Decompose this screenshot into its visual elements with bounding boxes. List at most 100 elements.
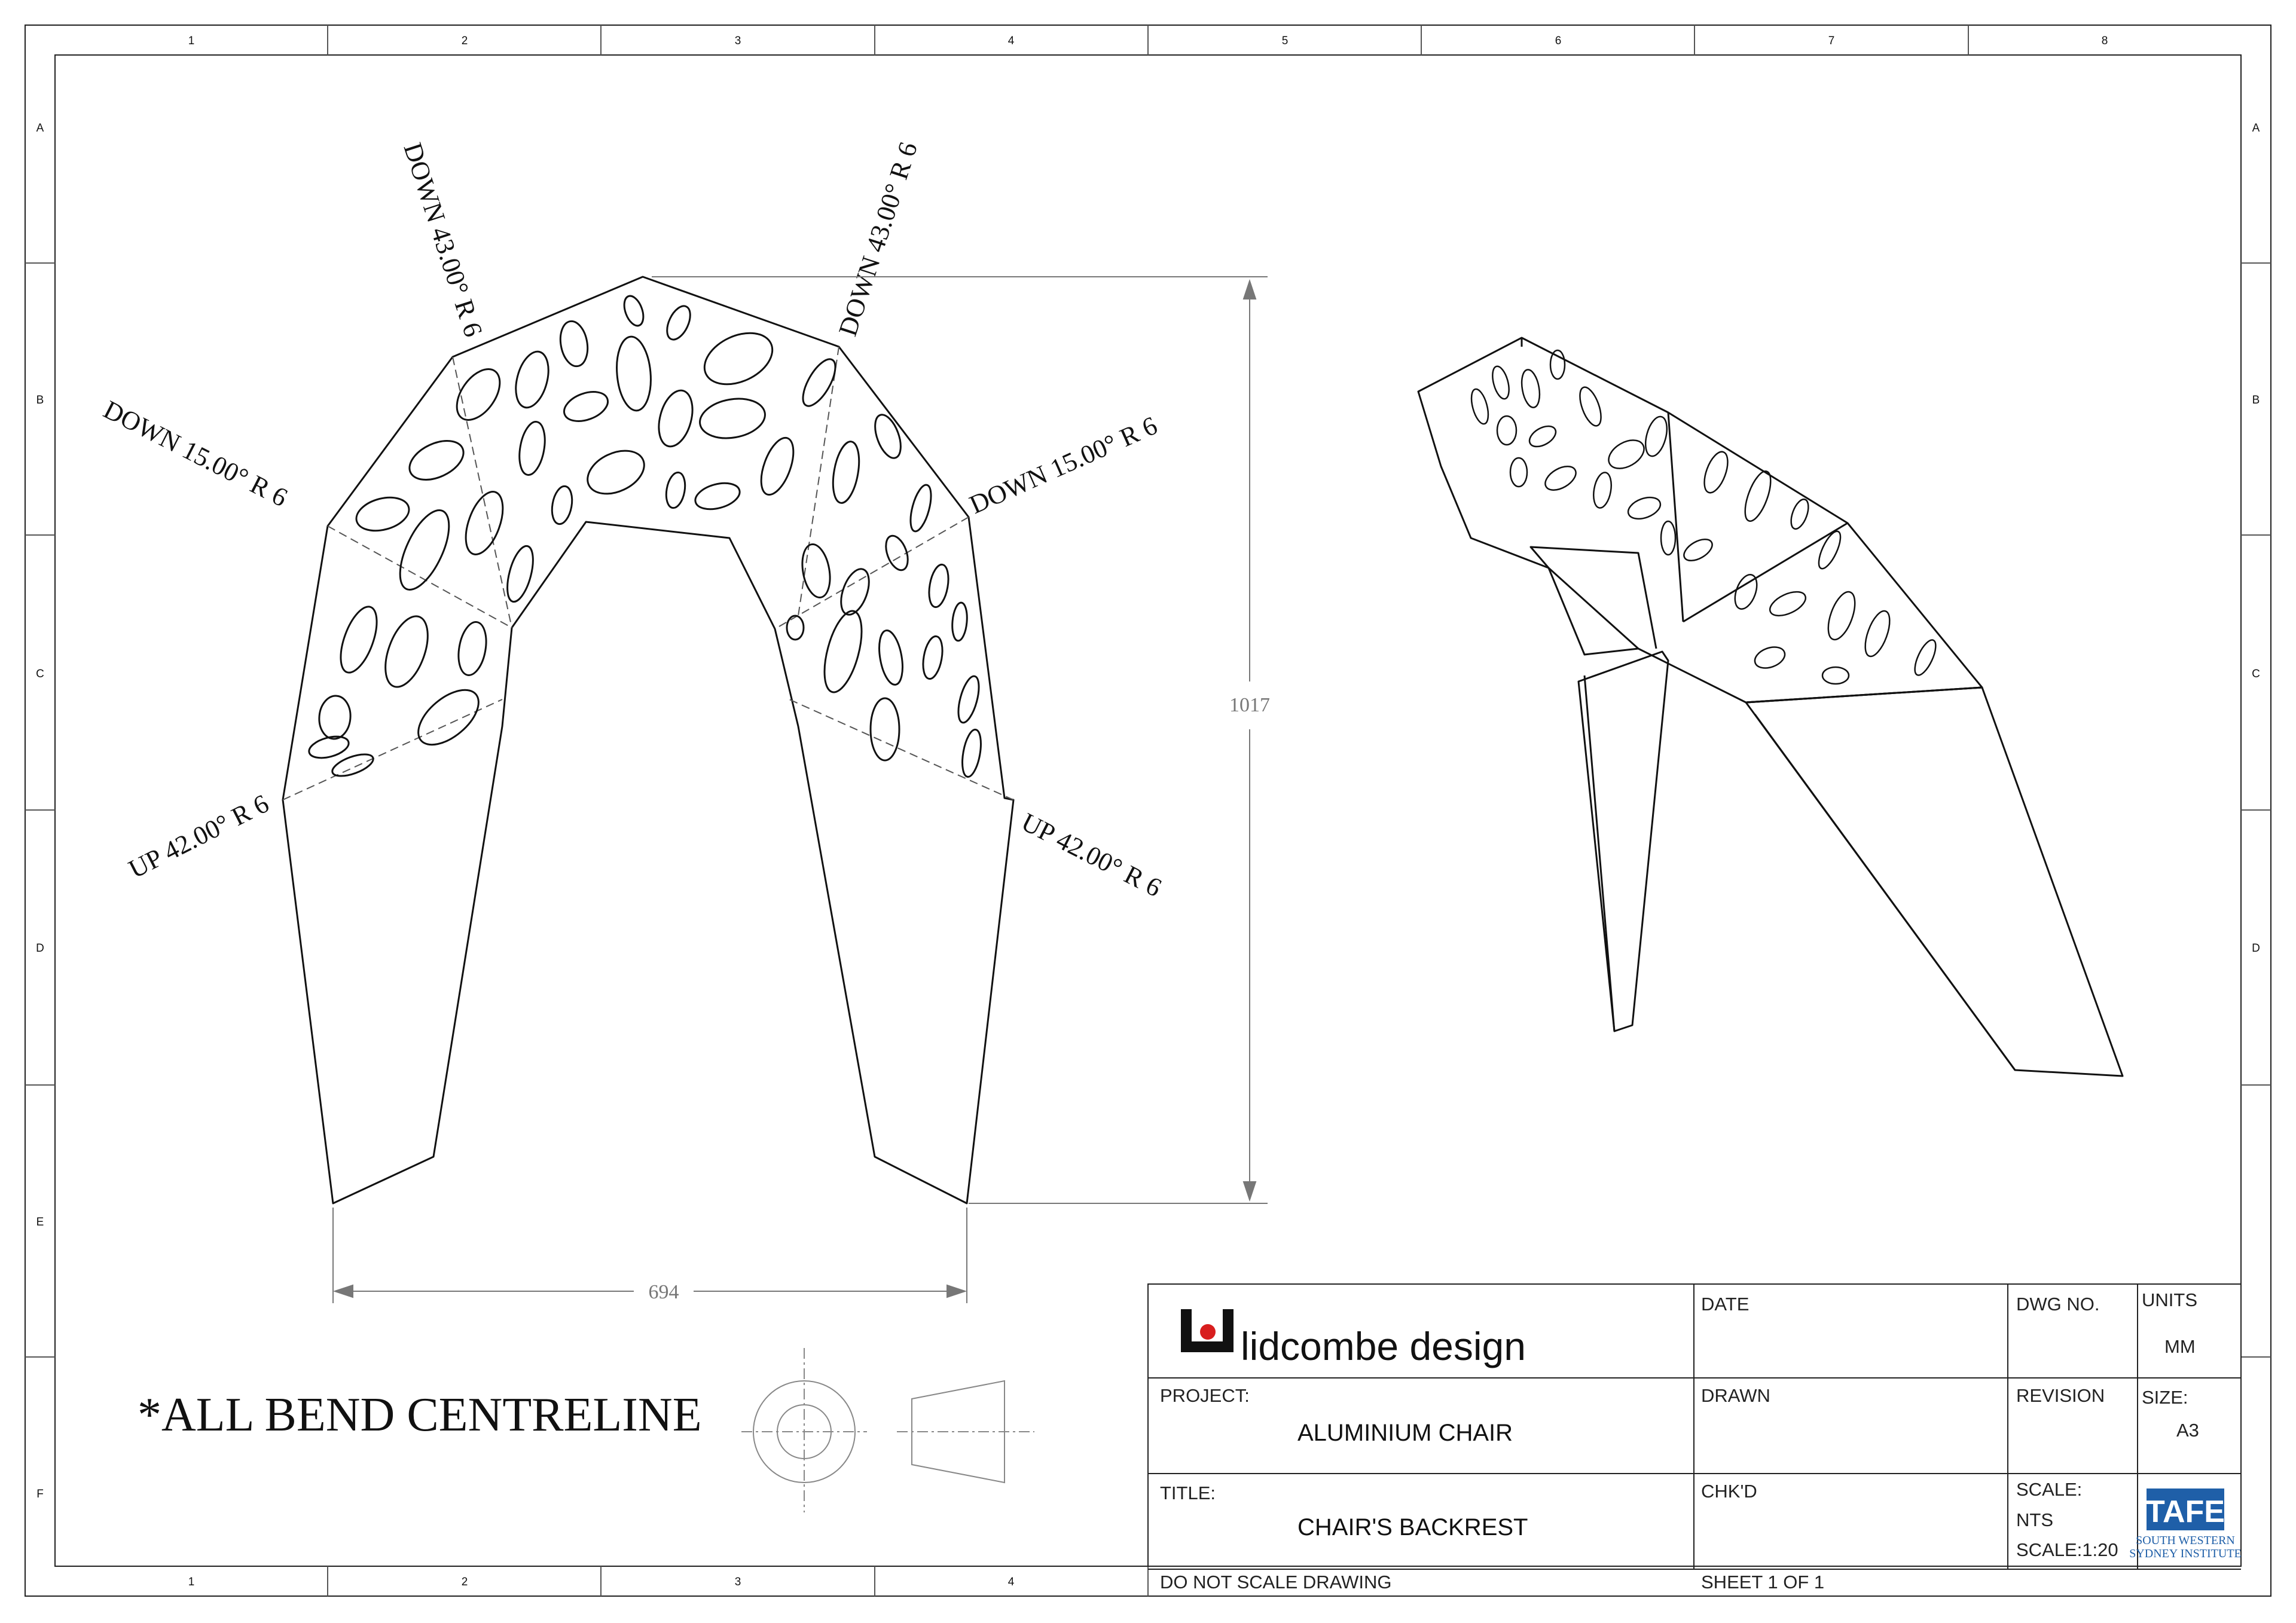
dimension-width-value: 694 (649, 1281, 679, 1303)
cutout (318, 695, 352, 740)
cutout (703, 332, 774, 386)
cutout (1818, 530, 1842, 570)
iso-cutouts (1470, 349, 1937, 685)
zone-row-b-right: B (2252, 394, 2260, 406)
zone-col-7-top: 7 (1828, 35, 1835, 47)
cutout (1492, 365, 1510, 400)
zone-row-a-left: A (36, 122, 44, 135)
zone-col-5-top: 5 (1282, 35, 1289, 47)
cutout (355, 496, 410, 532)
cutout (928, 563, 949, 609)
cutout (665, 471, 686, 509)
bend-line-low-right (789, 699, 1014, 800)
zone-col-6-top: 6 (1555, 35, 1562, 47)
tafe-subtitle-2: SYDNEY INSTITUTE (2129, 1547, 2242, 1560)
zone-row-c-left: C (36, 668, 44, 680)
cutout (1703, 451, 1729, 494)
dimension-height-value: 1017 (1229, 694, 1270, 716)
cutout (878, 629, 903, 686)
iso-fold (1683, 522, 1848, 623)
isometric-view (1417, 337, 2124, 1077)
company-logo (1181, 1309, 1234, 1352)
cutout (823, 610, 863, 693)
cutout (384, 615, 429, 688)
cutout (666, 305, 691, 341)
cutout (1544, 466, 1577, 491)
chkd-label: CHK'D (1701, 1481, 1757, 1502)
zone-col-4-bottom: 4 (1008, 1576, 1015, 1588)
backrest-outline (282, 276, 1015, 1205)
bend-label-low-left: UP 42.00° R 6 (124, 788, 273, 884)
leaf-cutouts (308, 295, 982, 778)
title-block-grid (1147, 1283, 2242, 1570)
project-value: ALUMINIUM CHAIR (1297, 1420, 1513, 1446)
cutout (1549, 349, 1566, 380)
title-label: TITLE: (1160, 1483, 1216, 1503)
projection-symbol (741, 1348, 1034, 1512)
cutout (408, 440, 465, 481)
scale-label: SCALE: (2016, 1479, 2082, 1500)
bend-label-low-right: UP 42.00° R 6 (1016, 807, 1166, 903)
iso-leg-edge (1754, 714, 2016, 1071)
zone-ticks (25, 25, 2271, 1596)
cutout (1821, 666, 1850, 685)
units-label: UNITS (2142, 1289, 2197, 1310)
revision-label: REVISION (2016, 1385, 2105, 1406)
logo-bar-right (1223, 1309, 1234, 1352)
bend-line-mid-left (327, 525, 512, 628)
zone-col-1-bottom: 1 (188, 1576, 195, 1588)
units-value: MM (2164, 1336, 2196, 1357)
cutout (961, 729, 982, 778)
size-value: A3 (2176, 1420, 2199, 1441)
cutout (802, 358, 836, 407)
zone-row-e-left: E (36, 1216, 44, 1228)
cutout (587, 450, 645, 495)
size-label: SIZE: (2142, 1387, 2188, 1408)
cutout (506, 545, 534, 603)
cutout (1593, 472, 1612, 509)
zone-col-4-top: 4 (1008, 35, 1015, 47)
cutout (1734, 574, 1758, 610)
dwg-no-label: DWG NO. (2016, 1294, 2100, 1315)
scale-nts: NTS (2016, 1509, 2053, 1530)
bend-label-top-right: DOWN 43.00° R 6 (833, 139, 923, 340)
cutout (951, 601, 968, 642)
cutout (694, 482, 741, 511)
cutout (457, 621, 487, 676)
cutout (1864, 610, 1891, 658)
projection-outer-circle (753, 1380, 856, 1483)
iso-fold (1547, 567, 1639, 656)
cutout (658, 389, 694, 448)
cutout (456, 368, 501, 421)
logo-bar-bottom (1181, 1341, 1234, 1352)
zone-row-a-right: A (2252, 122, 2260, 135)
cutout (1496, 415, 1518, 446)
iso-leg-edge (1583, 675, 1616, 1032)
cutout (1470, 388, 1489, 425)
company-name: lidcombe design (1241, 1324, 1526, 1368)
zone-col-8-top: 8 (2102, 35, 2108, 47)
dimension-width (332, 1208, 967, 1303)
arrowhead (947, 1284, 967, 1298)
cutout (1521, 369, 1541, 408)
cutout (909, 484, 932, 533)
bend-line-top-left (452, 356, 512, 628)
cutout (1744, 470, 1772, 522)
bend-line-mid-right (774, 516, 969, 629)
flat-pattern (282, 276, 1015, 1205)
cutout (832, 441, 860, 504)
dimension-height (652, 276, 1268, 1204)
arrowhead (332, 1284, 353, 1298)
cutout (1528, 425, 1557, 448)
cutout (1827, 591, 1856, 641)
cutout (1790, 498, 1809, 530)
cutout (399, 509, 450, 591)
bend-note: *ALL BEND CENTRELINE (138, 1389, 702, 1441)
date-label: DATE (1701, 1294, 1749, 1315)
iso-rear-leg (1745, 686, 2124, 1077)
cutout (616, 335, 652, 412)
cutout (922, 635, 944, 680)
cutout (1644, 415, 1668, 457)
